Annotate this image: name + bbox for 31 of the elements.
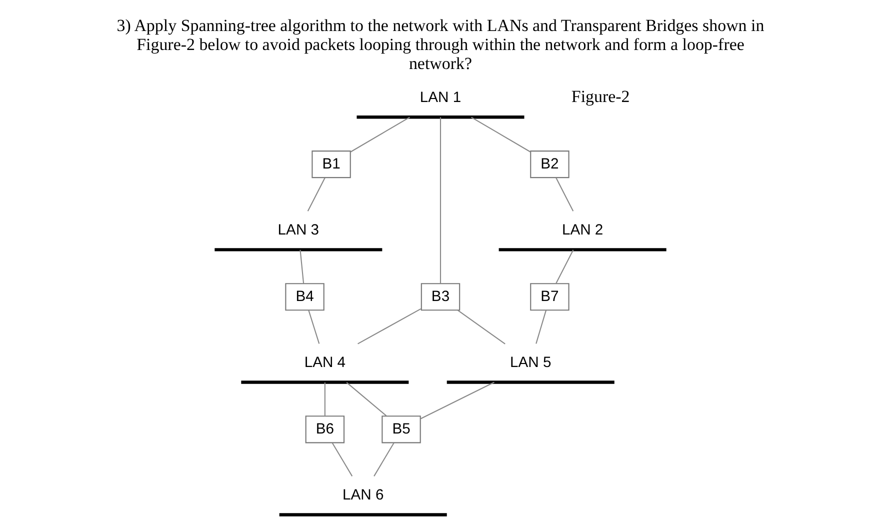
connector <box>470 116 531 152</box>
node-box: B2 <box>530 150 570 178</box>
connector <box>440 116 442 283</box>
node-text: LAN 1 <box>420 89 462 106</box>
node-box: B5 <box>382 415 421 443</box>
diagram-title: 3) Apply Spanning-tree algorithm to the network with LANs and Transparent Bridges shown in Figure-2 below to avoid packets looping through within the network and form a loop-free network? <box>116 16 764 73</box>
node-text: LAN 3 <box>278 222 320 238</box>
connector <box>556 177 574 211</box>
node-box: B1 <box>312 150 351 178</box>
connector <box>420 381 494 419</box>
connector <box>458 309 506 344</box>
connector <box>307 177 326 211</box>
node-box: B4 <box>285 282 324 310</box>
node-text: LAN 4 <box>304 354 346 371</box>
connector <box>358 308 422 344</box>
connector <box>536 310 547 344</box>
label: Figure-2 <box>571 86 630 106</box>
node-box: B6 <box>305 415 345 443</box>
connector <box>300 249 304 283</box>
node-text: LAN 5 <box>510 354 552 371</box>
connector <box>332 442 353 476</box>
connector <box>346 382 387 416</box>
node-text: LAN 6 <box>342 487 384 504</box>
connector <box>324 382 326 416</box>
connector <box>556 249 574 283</box>
connector <box>374 442 394 476</box>
node-box: B3 <box>420 282 460 310</box>
node-box: B7 <box>530 282 570 310</box>
connector <box>350 116 410 152</box>
node-text: LAN 2 <box>562 222 604 238</box>
connector <box>308 310 320 344</box>
